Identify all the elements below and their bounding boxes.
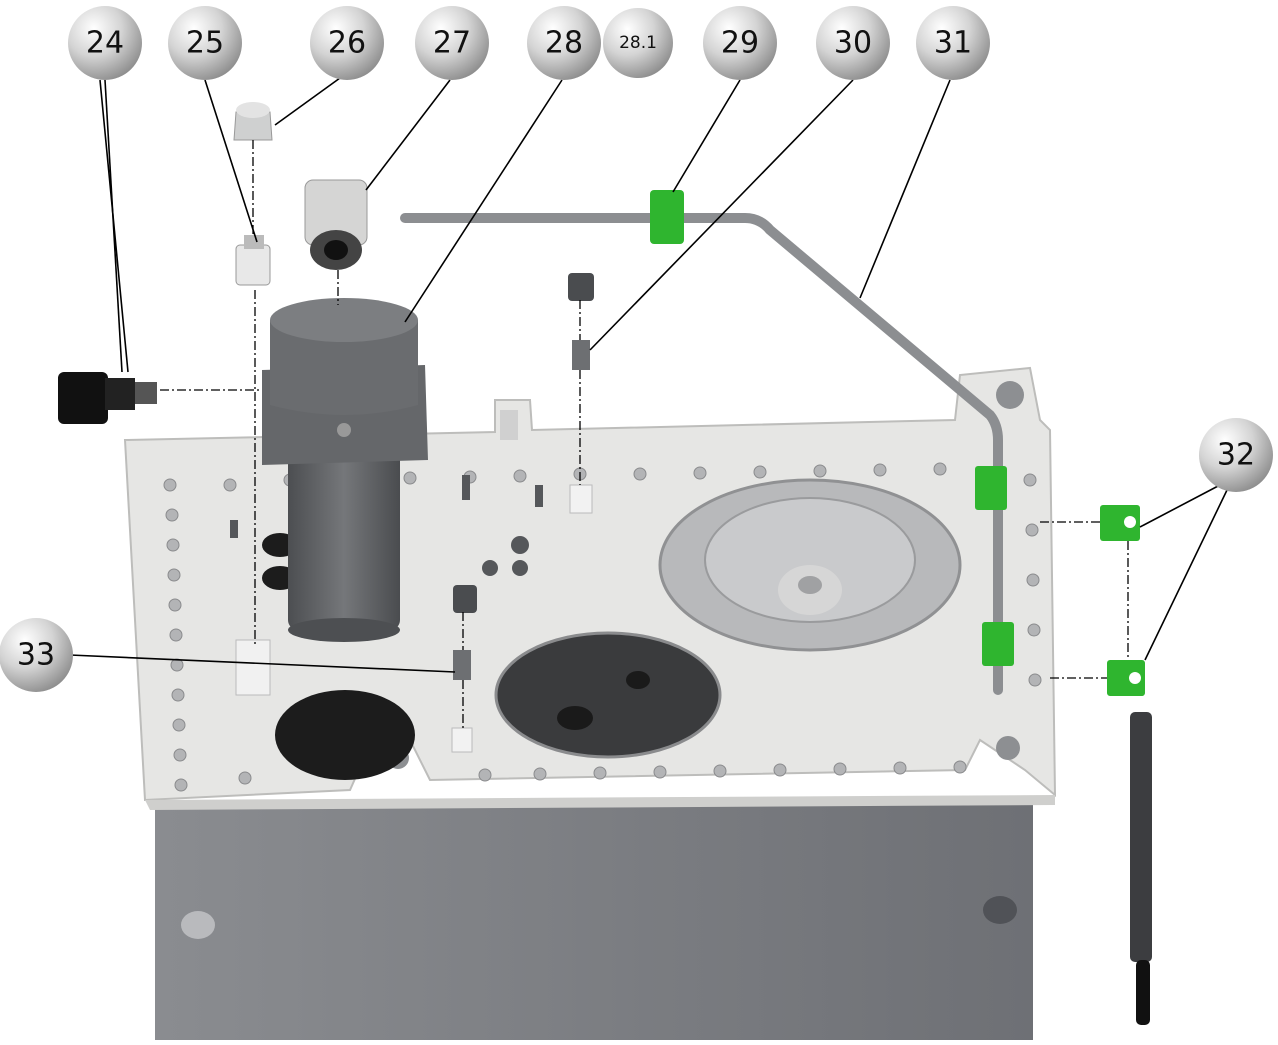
callout-32: 32 — [1199, 418, 1273, 492]
callout-29: 29 — [703, 6, 777, 80]
return-filter — [262, 298, 428, 642]
callout-label: 28.1 — [619, 33, 657, 53]
callout-label: 28 — [545, 26, 583, 61]
green-clamps — [650, 190, 1145, 696]
callout-28-1: 28.1 — [603, 8, 673, 78]
hex-plug-fittings — [453, 273, 594, 680]
callout-label: 24 — [86, 26, 124, 61]
callout-label: 26 — [328, 26, 366, 61]
breather-fitting — [304, 179, 368, 270]
callout-label: 32 — [1217, 438, 1255, 473]
callout-31: 31 — [916, 6, 990, 80]
tank-body — [155, 805, 1033, 1040]
return-tube — [400, 213, 1003, 695]
callout-label: 33 — [17, 638, 55, 673]
callout-26: 26 — [310, 6, 384, 80]
assembly-axes — [160, 140, 1129, 728]
callout-33: 33 — [0, 618, 73, 692]
callout-label: 30 — [834, 26, 872, 61]
callout-27: 27 — [415, 6, 489, 80]
callout-24: 24 — [68, 6, 142, 80]
callout-30: 30 — [816, 6, 890, 80]
callout-label: 25 — [186, 26, 224, 61]
callout-label: 31 — [934, 26, 972, 61]
leader-lines — [69, 77, 1229, 673]
callout-label: 29 — [721, 26, 759, 61]
adapter-fitting — [235, 235, 271, 286]
callout-28: 28 — [527, 6, 601, 80]
callout-25: 25 — [168, 6, 242, 80]
callout-label: 27 — [433, 26, 471, 61]
pressure-switch — [58, 372, 157, 424]
cap-plug — [233, 102, 273, 141]
level-rod — [1130, 712, 1152, 1025]
